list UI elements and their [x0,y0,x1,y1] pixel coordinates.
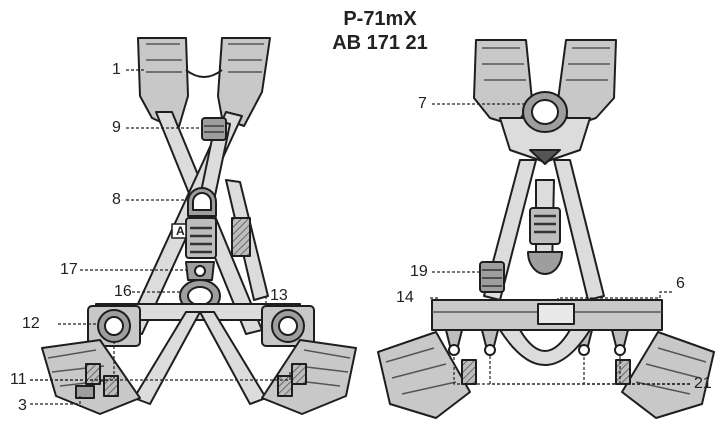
leg-buckle [75,385,95,399]
adjuster-buckle-9 [201,117,227,141]
callout-16: 16 [114,283,132,300]
front-view [41,37,357,415]
callout-19: 19 [410,263,428,280]
callout-9: 9 [112,119,121,136]
model-title: P-71mX [343,8,417,30]
callout-12: 12 [22,315,40,332]
callout-11: 11 [10,371,27,388]
back-view [377,39,715,419]
callout-1: 1 [112,61,121,78]
model-code: AB 171 21 [332,32,428,54]
dorsal-plate [499,117,591,163]
buckle-letter-box [171,223,187,239]
callout-13: 13 [270,287,288,304]
callout-7: 7 [418,95,427,112]
callout-3: 3 [18,397,27,414]
callout-21: 21 [694,375,712,392]
leader-lines [30,69,690,405]
buckle-letter: A [176,224,185,238]
callout-6: 6 [676,275,685,292]
callout-8: 8 [112,191,121,208]
callout-17: 17 [60,261,78,278]
back-left-leg-loop [377,331,471,419]
callout-14: 14 [396,289,414,306]
belt-label [537,303,575,325]
adjuster-buckle-19 [479,261,505,293]
